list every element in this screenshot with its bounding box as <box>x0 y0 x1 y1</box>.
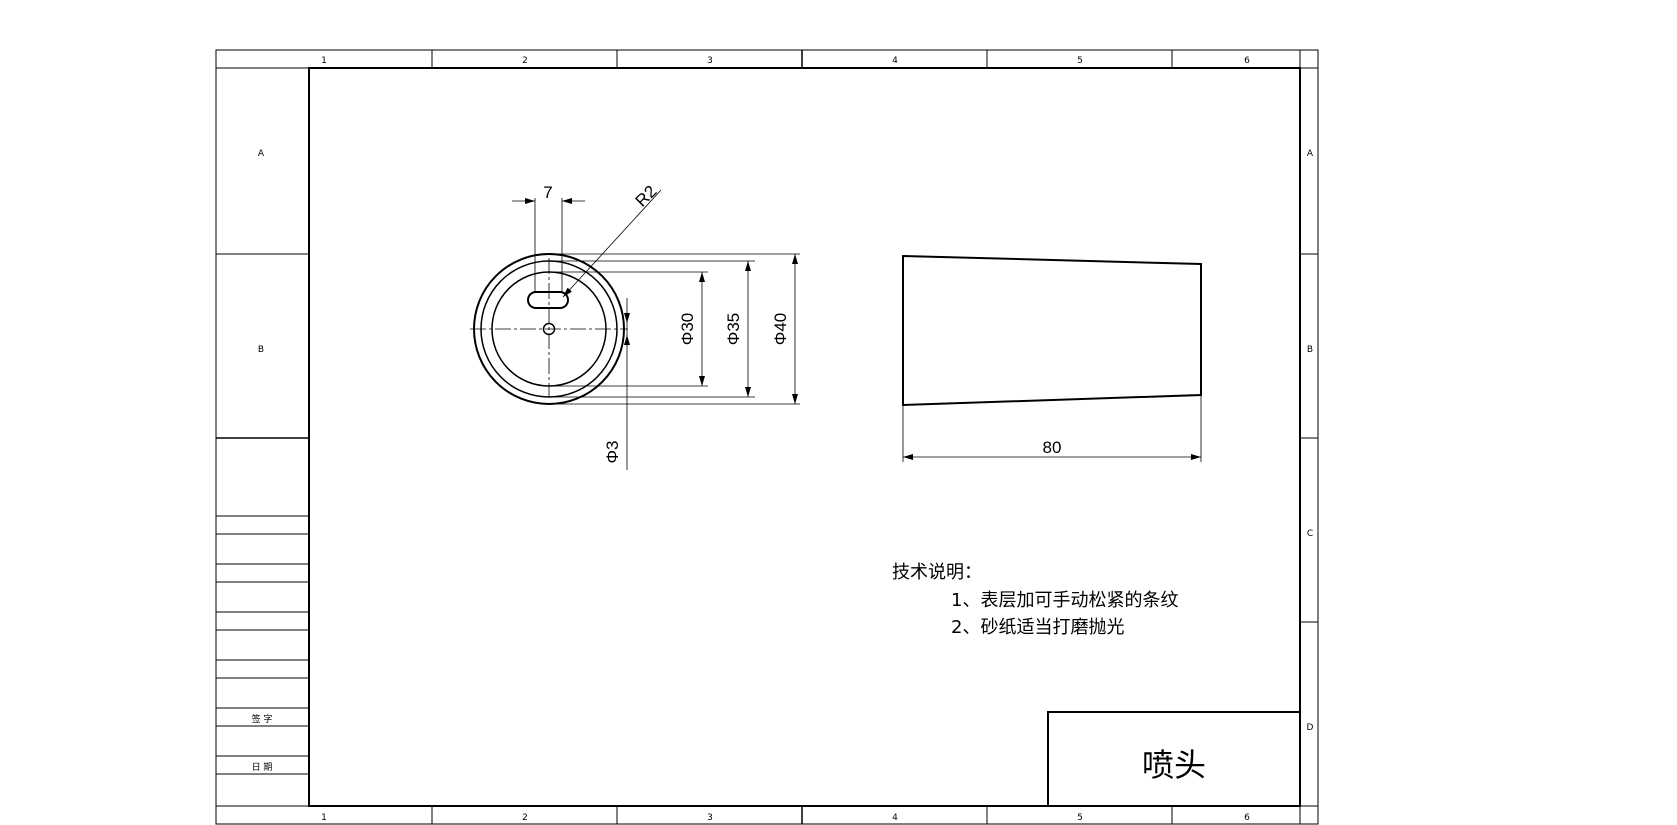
dim-extension-lines <box>549 253 800 405</box>
zone-col-top-6: 6 <box>1244 56 1250 66</box>
zone-col-bottom-2: 2 <box>522 813 528 823</box>
dim-dia-35-label: Φ35 <box>724 313 743 345</box>
zone-row-right-c: C <box>1307 529 1313 539</box>
dim-width-7 <box>512 198 585 292</box>
zone-row-left-a: A <box>258 149 265 159</box>
zone-col-top-5: 5 <box>1077 56 1083 66</box>
zone-row-right-d: D <box>1307 723 1314 733</box>
outer-frame <box>215 49 1319 825</box>
dim-dia-30-label: Φ30 <box>678 313 697 345</box>
zone-col-top-1: 1 <box>321 56 327 66</box>
zone-col-bottom-6: 6 <box>1244 813 1250 823</box>
zone-col-top-2: 2 <box>522 56 528 66</box>
note-item-1: 1、表层加可手动松紧的条纹 <box>951 590 1178 611</box>
date-label: 日 期 <box>252 762 273 773</box>
part-name: 喷头 <box>1142 746 1206 784</box>
front-view <box>470 253 628 405</box>
dim-radius-r2 <box>562 189 662 298</box>
dim-dia-40-label: Φ40 <box>771 313 790 345</box>
zone-col-bottom-1: 1 <box>321 813 327 823</box>
dim-length-80 <box>902 395 1202 462</box>
zone-col-bottom-5: 5 <box>1077 813 1083 823</box>
zone-row-right-b: B <box>1307 345 1313 355</box>
zone-col-bottom-3: 3 <box>707 813 713 823</box>
zone-row-left-b: B <box>258 345 264 355</box>
dim-dia-3-label: Φ3 <box>603 440 622 463</box>
inner-border <box>308 67 1301 807</box>
side-view <box>902 254 1202 407</box>
left-side-table <box>216 253 309 775</box>
dim-80-label: 80 <box>1043 438 1062 457</box>
title-block <box>1047 711 1300 806</box>
note-item-2: 2、砂纸适当打磨抛光 <box>951 617 1124 638</box>
zone-row-right-a: A <box>1307 149 1314 159</box>
notes-title: 技术说明： <box>892 562 982 583</box>
sign-label: 签 字 <box>252 713 273 725</box>
zone-col-top-3: 3 <box>707 56 713 66</box>
dim-7-label: 7 <box>543 183 552 202</box>
zone-col-bottom-4: 4 <box>892 813 898 823</box>
dim-r2-label: R2 <box>632 182 661 211</box>
zone-col-top-4: 4 <box>892 56 898 66</box>
